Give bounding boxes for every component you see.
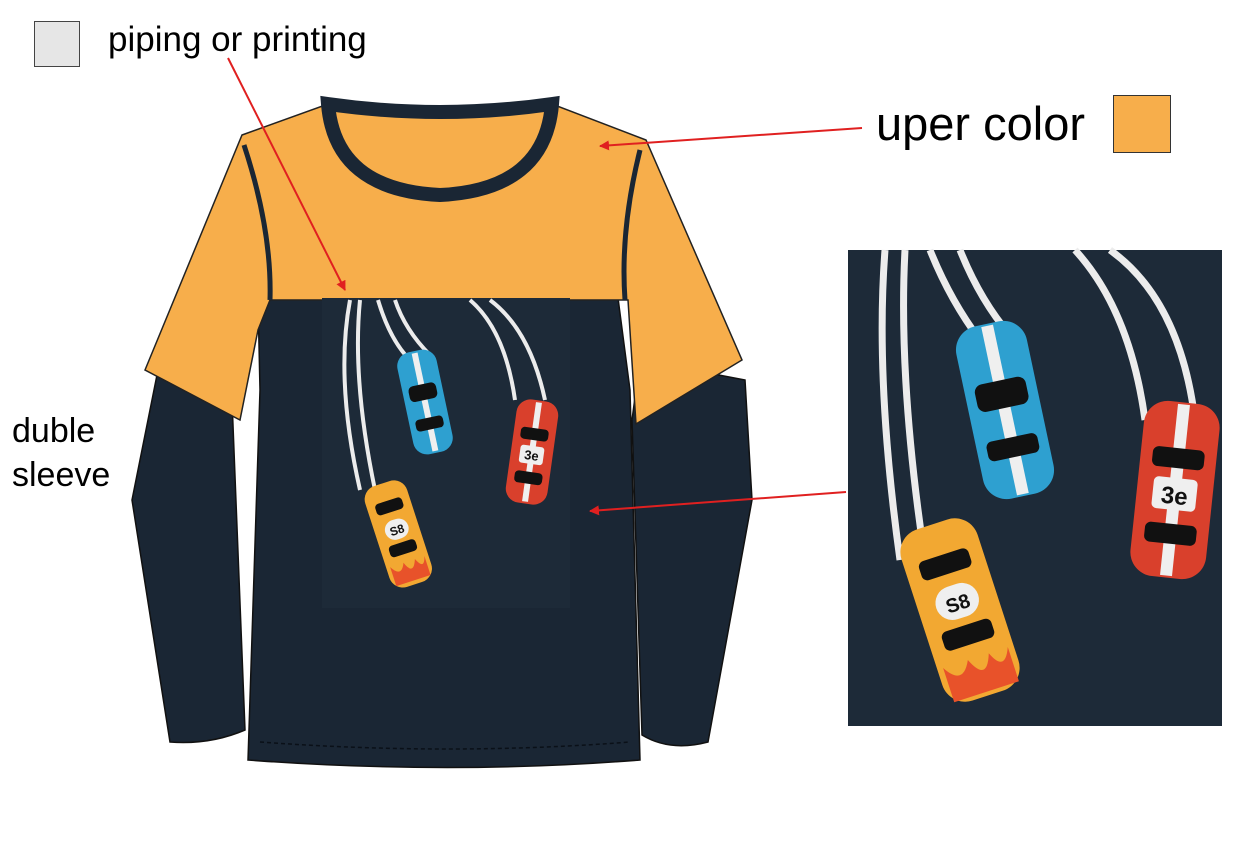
piping-label: piping or printing bbox=[108, 20, 367, 59]
yellow-car: S8 bbox=[364, 480, 432, 588]
right-armhole-piping bbox=[621, 149, 643, 301]
collar bbox=[320, 95, 560, 203]
piping-arrow bbox=[227, 57, 346, 291]
print-panel: 3e S8 bbox=[322, 298, 570, 608]
zoom-red-car: 3e bbox=[1130, 400, 1220, 580]
piping-color-swatch bbox=[34, 21, 80, 67]
double-sleeve-label: duble sleeve bbox=[12, 410, 142, 497]
red-car-number: 3e bbox=[523, 447, 539, 464]
yellow-car-number: S8 bbox=[388, 521, 407, 539]
sleeve-label-line1: duble bbox=[12, 412, 96, 450]
upper-color-arrow bbox=[599, 127, 863, 151]
sleeve-label-line2: sleeve bbox=[12, 455, 111, 494]
upper-color-label: uper color bbox=[876, 97, 1085, 150]
red-car: 3e bbox=[505, 399, 559, 505]
right-long-sleeve bbox=[631, 359, 753, 747]
hem-stitching bbox=[259, 741, 631, 750]
left-armhole-piping bbox=[241, 144, 273, 301]
blue-car bbox=[397, 349, 453, 455]
zoom-red-car-number: 3e bbox=[1160, 482, 1189, 512]
zoom-blue-car bbox=[955, 320, 1055, 500]
print-detail-zoom: 3e S8 bbox=[848, 247, 1222, 726]
left-long-sleeve bbox=[131, 358, 246, 744]
print-detail-arrow bbox=[589, 491, 847, 516]
zoom-yellow-car: S8 bbox=[900, 518, 1020, 703]
upper-color-swatch bbox=[1113, 95, 1171, 153]
